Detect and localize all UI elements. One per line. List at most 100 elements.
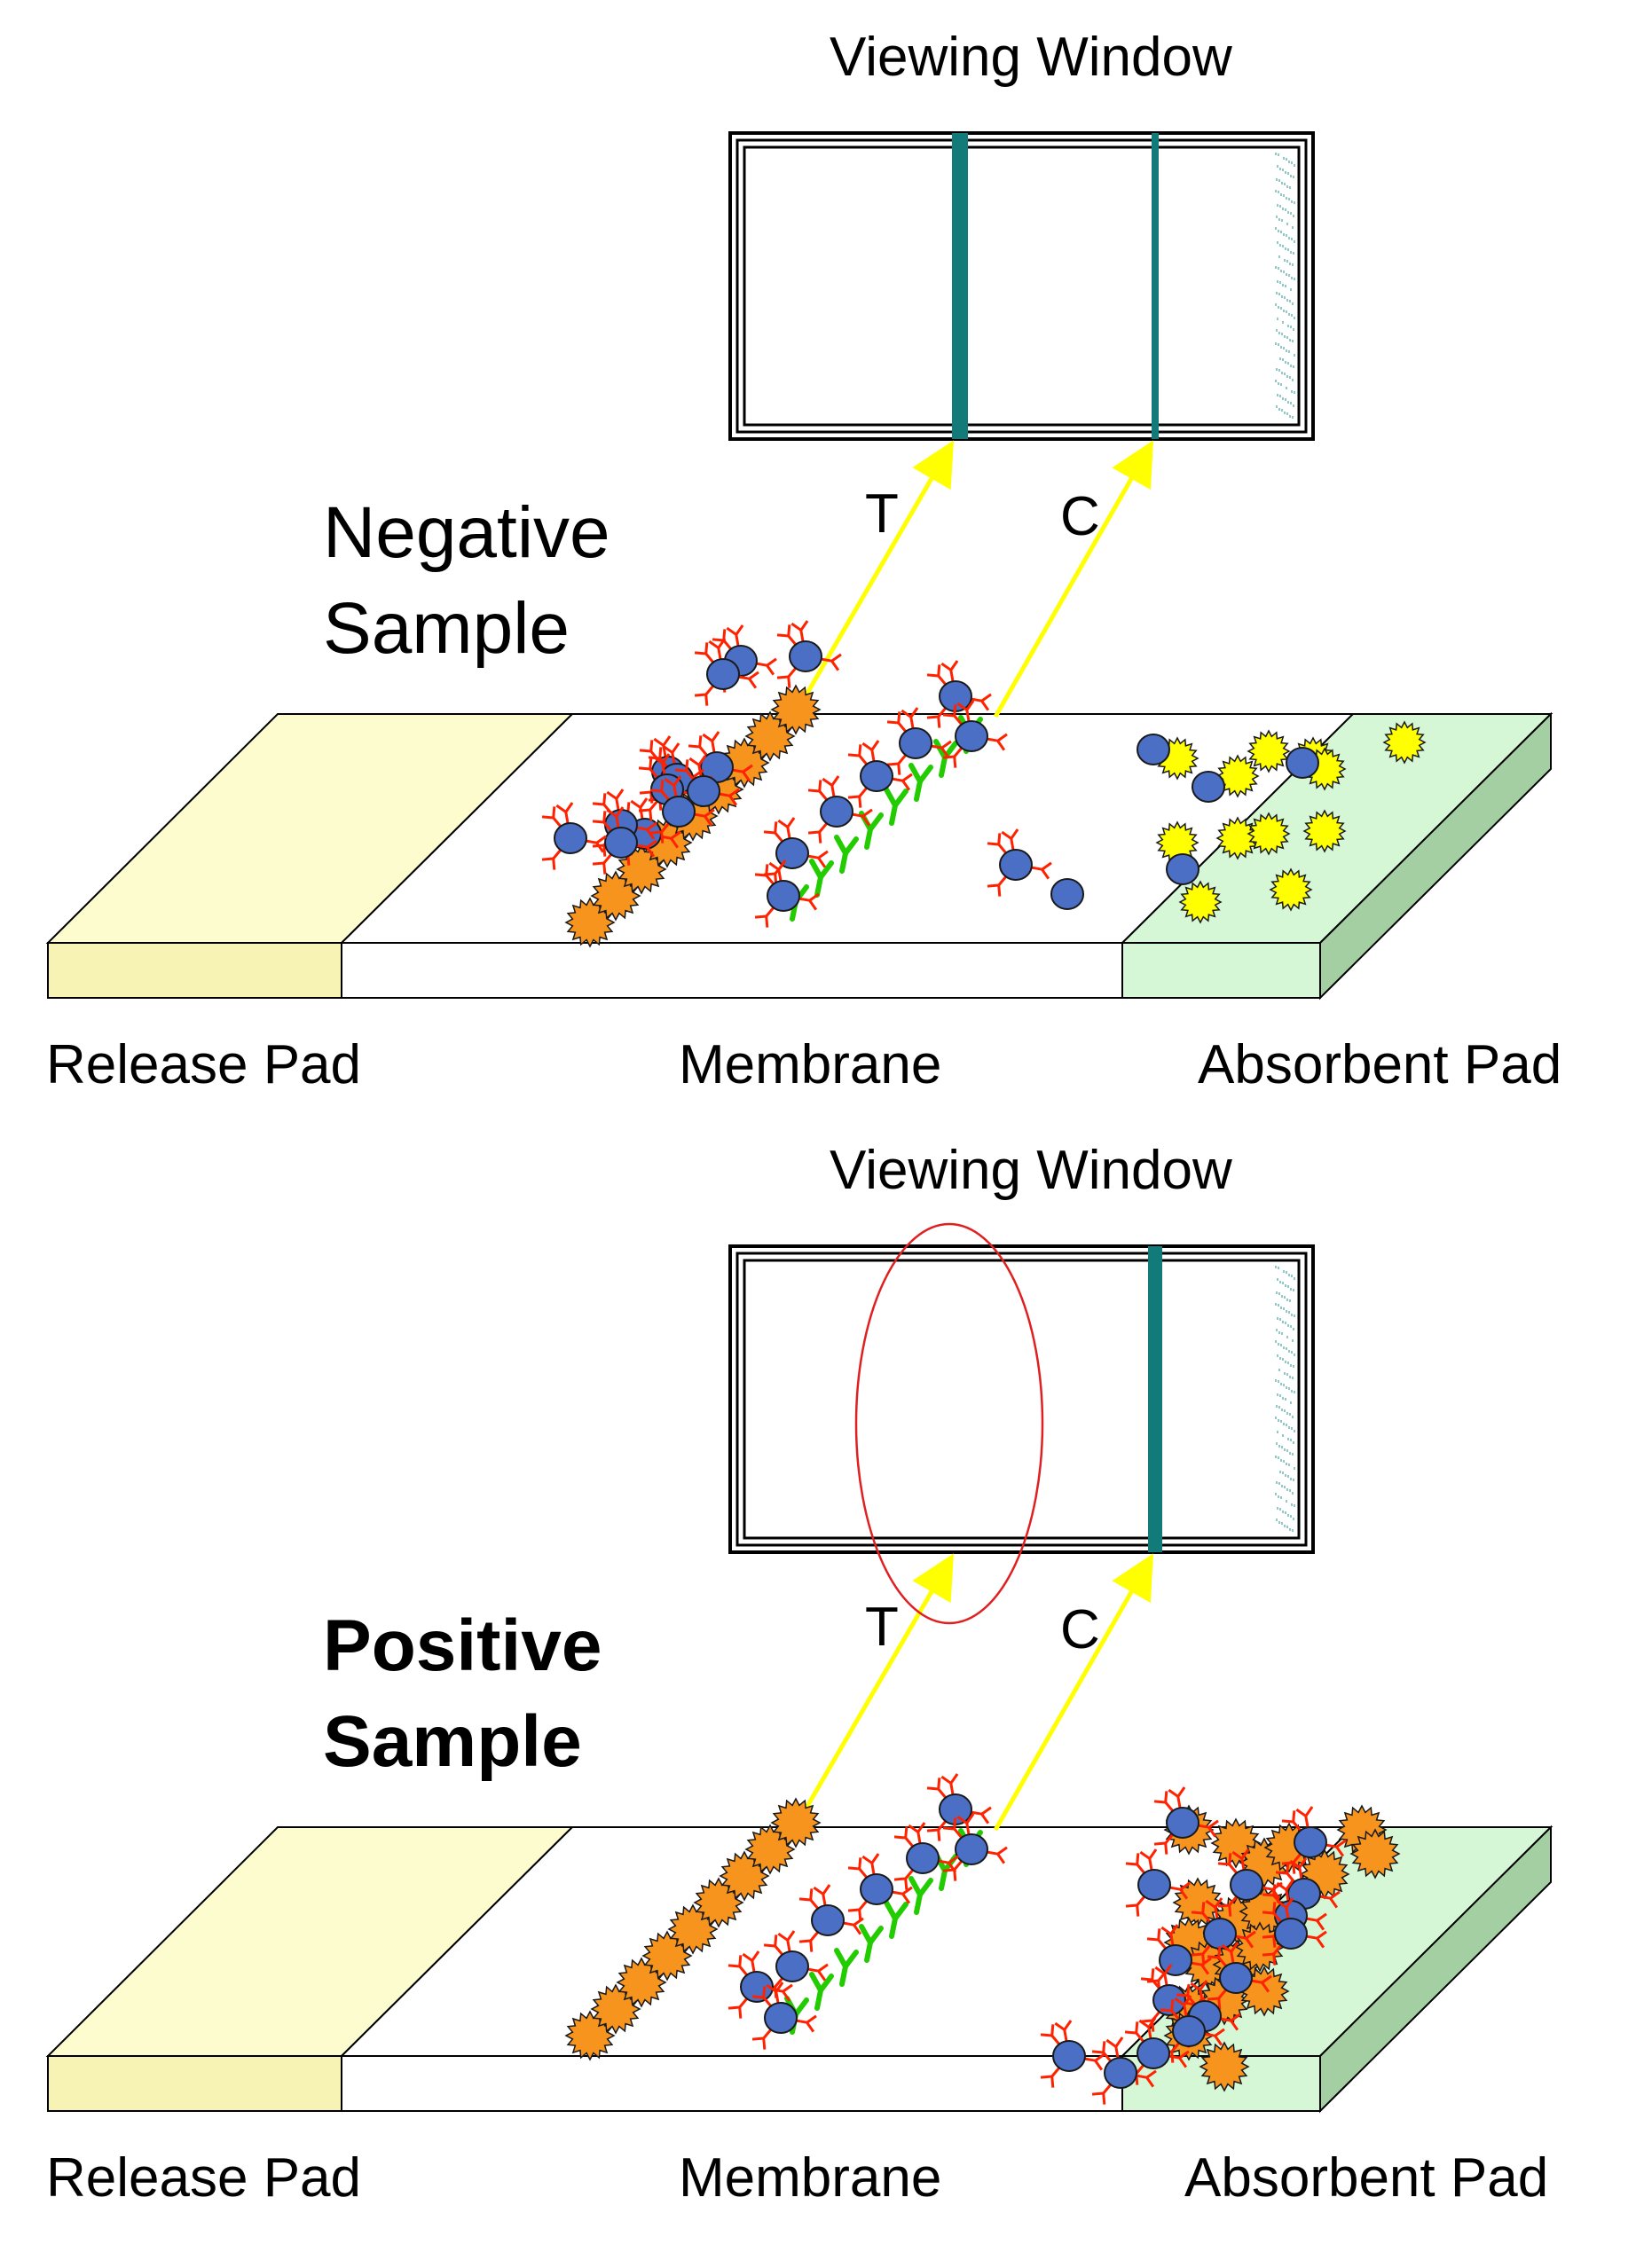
red-antibody-arm (1179, 1881, 1191, 1891)
green-antibody-icon (884, 1900, 908, 1939)
red-antibody-arm (908, 1824, 919, 1833)
labeled-antibody-icon (798, 1884, 864, 1952)
red-antibody-arm (670, 830, 681, 840)
red-antibody-arm (949, 1773, 959, 1785)
red-antibody-icon (949, 670, 955, 683)
speckle (1278, 1521, 1280, 1524)
speckle (1292, 1339, 1294, 1342)
red-antibody-arm (1094, 2060, 1104, 2071)
speckle (1292, 302, 1294, 305)
speckle (1275, 1379, 1277, 1382)
labeled-antibody-icon (751, 1982, 817, 2050)
speckle (1287, 401, 1289, 404)
speckle (1286, 412, 1288, 415)
red-antibody-arm (1145, 2076, 1155, 2088)
green-antibody-arm (893, 1902, 908, 1921)
red-antibody-arm (798, 1897, 811, 1902)
test-band (952, 133, 968, 439)
green-antibody-arm (793, 1997, 809, 2017)
speckle (1282, 208, 1284, 210)
red-antibody-arm (965, 700, 975, 711)
speckle (1288, 1274, 1290, 1276)
blue-particle-body (906, 1842, 940, 1874)
red-antibody-arm (886, 762, 899, 766)
red-antibody-arm (1286, 1862, 1290, 1874)
yellow-antigen-icon (1247, 729, 1291, 773)
speckle (1290, 1288, 1292, 1291)
speckle (1278, 1292, 1280, 1295)
red-antibody-arm (1124, 2030, 1137, 2035)
speckle (1275, 153, 1277, 155)
red-antibody-arm (861, 815, 871, 827)
red-antibody-arm (748, 671, 759, 680)
speckle (1275, 1303, 1277, 1306)
red-antibody-arm (662, 744, 673, 754)
blue-particle-body (860, 1873, 893, 1905)
red-antibody-icon (1199, 1989, 1204, 2003)
red-antibody-arm (1207, 1826, 1217, 1838)
speckle (1286, 260, 1288, 263)
red-antibody-icon (672, 785, 678, 798)
red-antibody-arm (664, 777, 675, 787)
red-antibody-arm (1105, 2038, 1117, 2048)
speckle (1292, 1416, 1294, 1418)
red-antibody-arm (1230, 2013, 1241, 2022)
speckle (1292, 340, 1294, 342)
speckle (1275, 1266, 1277, 1268)
speckle (1286, 273, 1287, 276)
speckle (1282, 1397, 1284, 1400)
blue-particle-body (767, 880, 800, 912)
speckle (1275, 1417, 1277, 1419)
red-antibody-arm (649, 789, 662, 793)
red-antibody-arm (996, 740, 1006, 751)
red-antibody-arm (602, 844, 607, 857)
blue-particle-body (1152, 1984, 1186, 2016)
red-antibody-arm (646, 846, 656, 858)
orange-antigen-icon (1199, 2041, 1250, 2092)
blue-particle-body (820, 796, 853, 828)
speckle (1288, 1387, 1290, 1390)
speckle (1292, 1453, 1294, 1456)
red-antibody-arm (1205, 1899, 1216, 1909)
green-antibody-arm (818, 1974, 834, 1993)
blue-particle-body (1192, 771, 1225, 803)
red-antibody-arm (776, 675, 789, 679)
red-antibody-arm (937, 1829, 941, 1841)
red-antibody-arm (893, 1877, 906, 1881)
red-antibody-arm (787, 676, 791, 688)
red-antibody-arm (1276, 1899, 1287, 1909)
red-antibody-arm (997, 833, 1002, 845)
speckle (1278, 255, 1280, 258)
green-antibody-icon (908, 1876, 933, 1915)
speckle (1294, 1467, 1295, 1470)
speckle (1286, 1336, 1288, 1338)
speckle (1278, 1445, 1280, 1448)
red-antibody-arm (926, 1828, 939, 1832)
membrane-label: Membrane (679, 2147, 941, 2209)
labeled-antibody-icon (1153, 1786, 1219, 1855)
red-antibody-arm (1261, 1974, 1272, 1984)
speckle (1294, 1391, 1295, 1393)
red-antibody-arm (704, 808, 715, 818)
red-antibody-arm (1151, 1968, 1155, 1981)
speckle (1276, 1405, 1278, 1408)
red-antibody-arm (777, 859, 787, 871)
red-antibody-arm (1289, 1859, 1301, 1869)
speckle (1286, 1488, 1288, 1491)
labeled-antibody-icon (893, 1822, 959, 1890)
green-antibody-icon (908, 763, 933, 802)
speckle (1293, 1479, 1294, 1481)
speckle (1277, 1317, 1278, 1320)
speckle (1278, 1304, 1279, 1307)
green-antibody-arm (893, 789, 908, 808)
red-antibody-arm (1261, 1982, 1270, 1993)
red-antibody-arm (1191, 1952, 1203, 1957)
red-antibody-arm (818, 831, 822, 844)
red-antibody-arm (1040, 2075, 1052, 2079)
red-antibody-arm (777, 1932, 789, 1942)
viewing-window-title: Viewing Window (830, 27, 1232, 88)
red-antibody-icon (1285, 1889, 1290, 1903)
red-antibody-icon (1114, 2046, 1120, 2060)
red-antibody-arm (1114, 2036, 1124, 2048)
speckle (1287, 248, 1289, 251)
